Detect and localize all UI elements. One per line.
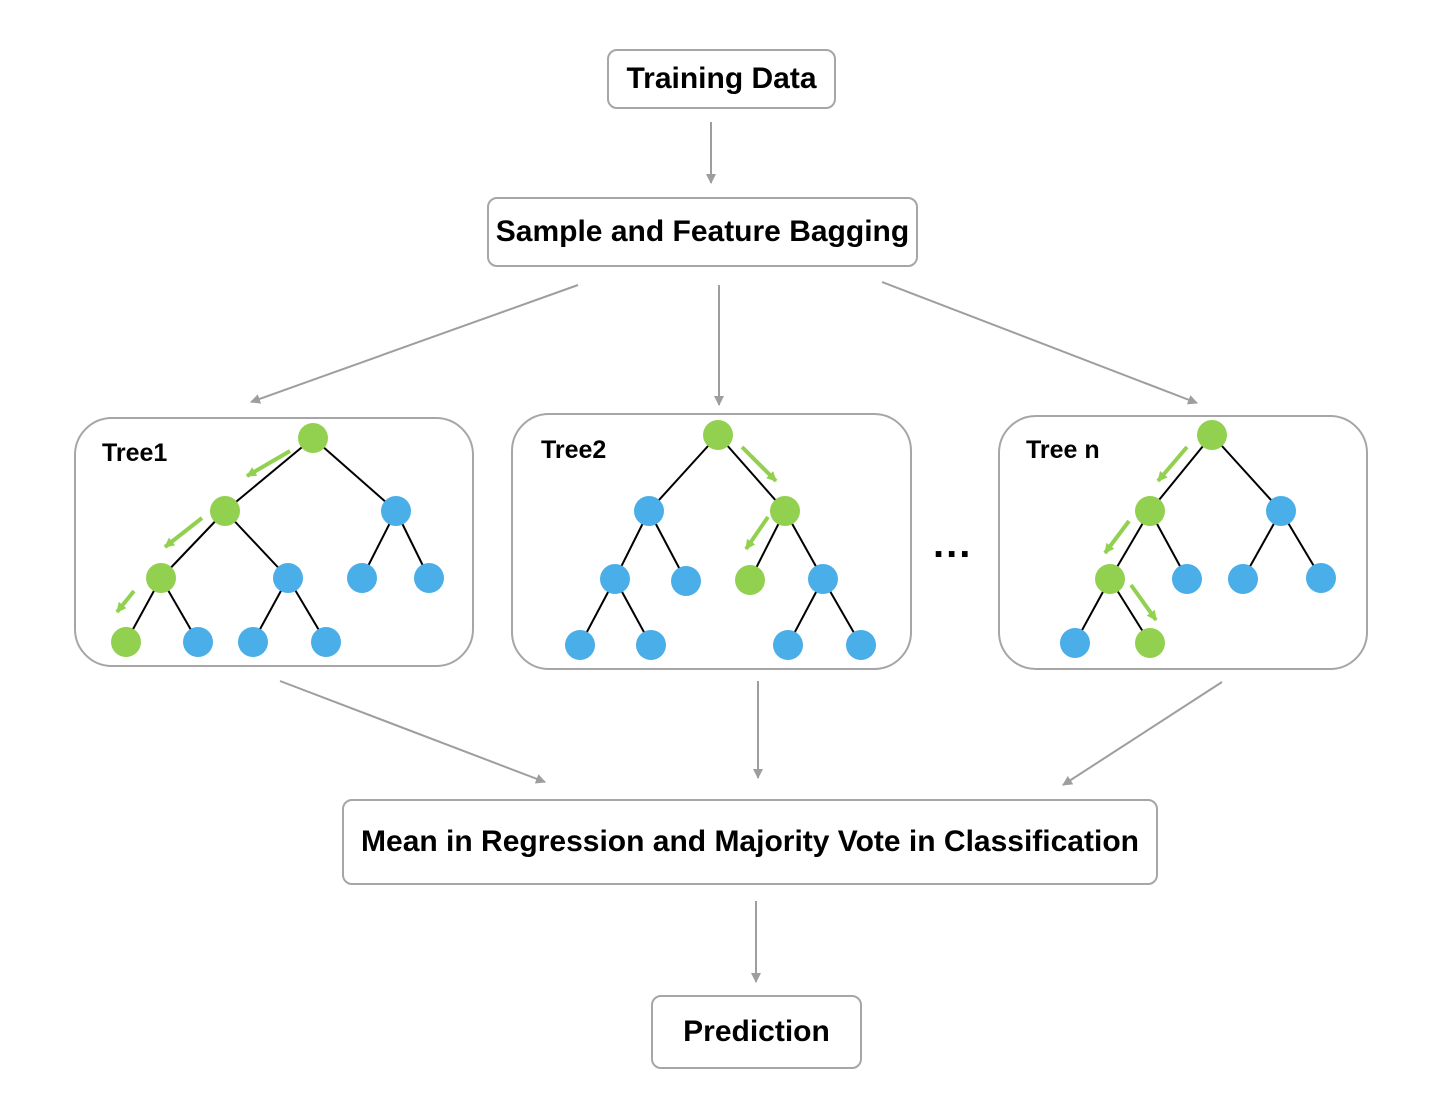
tree-nodes bbox=[111, 420, 1336, 660]
tree-node bbox=[273, 563, 303, 593]
tree-node bbox=[565, 630, 595, 660]
tree-node bbox=[311, 627, 341, 657]
bagging-box: Sample and Feature Bagging bbox=[487, 197, 918, 267]
tree-node bbox=[414, 563, 444, 593]
decision-path-arrow bbox=[1156, 445, 1189, 483]
aggregation-box: Mean in Regression and Majority Vote in … bbox=[342, 799, 1158, 885]
path-node bbox=[210, 496, 240, 526]
path-node bbox=[1197, 420, 1227, 450]
tree-node bbox=[238, 627, 268, 657]
connector-arrow bbox=[279, 680, 546, 784]
prediction-box: Prediction bbox=[651, 995, 862, 1069]
more-trees-ellipsis: ... bbox=[933, 522, 973, 566]
decision-path-arrow bbox=[740, 445, 778, 483]
tree-panel-n bbox=[998, 415, 1368, 670]
tree-edges bbox=[125, 434, 1322, 646]
tree-1-label: Tree1 bbox=[102, 439, 168, 467]
tree-node bbox=[671, 566, 701, 596]
path-node bbox=[1135, 496, 1165, 526]
path-node bbox=[770, 496, 800, 526]
decision-path-arrow bbox=[115, 589, 136, 614]
decision-path-arrow bbox=[1103, 519, 1131, 555]
connector-arrow bbox=[881, 281, 1198, 405]
tree-2-label: Tree2 bbox=[541, 436, 607, 464]
training-data-label: Training Data bbox=[626, 62, 817, 95]
training-data-box: Training Data bbox=[607, 49, 836, 109]
tree-node bbox=[1172, 564, 1202, 594]
tree-node bbox=[183, 627, 213, 657]
path-node bbox=[703, 420, 733, 450]
tree-node bbox=[1060, 628, 1090, 658]
path-node bbox=[146, 563, 176, 593]
tree-node bbox=[600, 564, 630, 594]
tree-edge bbox=[717, 434, 786, 512]
tree-node bbox=[1306, 563, 1336, 593]
decision-path-arrow bbox=[1129, 583, 1158, 622]
tree-edge bbox=[224, 437, 314, 512]
path-node bbox=[735, 565, 765, 595]
tree-n-label: Tree n bbox=[1026, 436, 1100, 464]
tree-edge bbox=[648, 434, 719, 512]
connector-arrow bbox=[1062, 681, 1223, 786]
path-node bbox=[1095, 564, 1125, 594]
connector-arrow bbox=[250, 284, 579, 404]
tree-node bbox=[636, 630, 666, 660]
tree-node bbox=[347, 563, 377, 593]
tree-node bbox=[846, 630, 876, 660]
prediction-label: Prediction bbox=[683, 1015, 830, 1048]
tree-edge bbox=[1149, 434, 1213, 512]
connector-arrows bbox=[250, 122, 1223, 983]
bagging-label: Sample and Feature Bagging bbox=[495, 215, 910, 248]
tree-node bbox=[773, 630, 803, 660]
tree-edge bbox=[224, 510, 289, 579]
decision-path-arrow bbox=[245, 449, 292, 478]
tree-node bbox=[1228, 564, 1258, 594]
aggregation-label: Mean in Regression and Majority Vote in … bbox=[361, 825, 1139, 858]
decision-path-arrows bbox=[115, 445, 1189, 622]
tree-node bbox=[808, 564, 838, 594]
tree-node bbox=[381, 496, 411, 526]
path-node bbox=[298, 423, 328, 453]
tree-edge bbox=[1211, 434, 1282, 512]
tree-node bbox=[634, 496, 664, 526]
path-node bbox=[111, 627, 141, 657]
tree-panel-2 bbox=[511, 413, 912, 670]
tree-node bbox=[1266, 496, 1296, 526]
tree-edge bbox=[312, 437, 397, 512]
decision-path-arrow bbox=[163, 516, 204, 549]
path-node bbox=[1135, 628, 1165, 658]
tree-edge bbox=[160, 510, 226, 579]
decision-path-arrow bbox=[744, 515, 770, 551]
